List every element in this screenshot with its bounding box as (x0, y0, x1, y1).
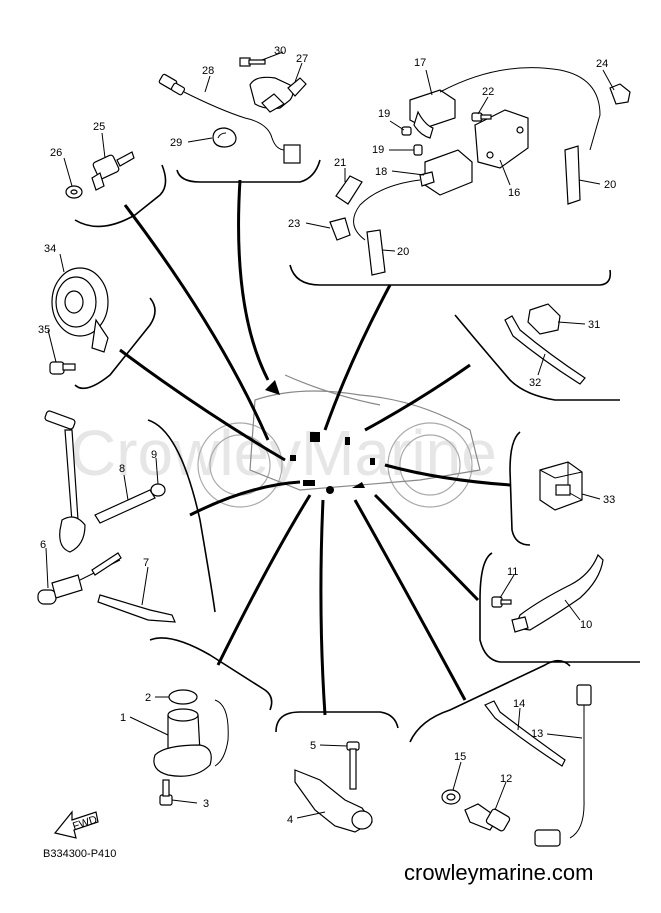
part-21-sleeve (335, 175, 363, 205)
part-34-horn (51, 267, 109, 353)
part-33-relay (539, 461, 583, 511)
callout-14: 14 (513, 698, 525, 710)
callout-34: 34 (44, 243, 56, 255)
part-10-lever (511, 553, 604, 633)
part-16-bracket (474, 109, 529, 169)
part-18-coil (353, 149, 473, 241)
callout-1: 1 (120, 712, 126, 724)
callout-19a: 19 (378, 108, 390, 120)
callout-5: 5 (310, 740, 316, 752)
callout-24: 24 (596, 58, 608, 70)
callout-6: 6 (40, 539, 46, 551)
callout-11: 11 (507, 566, 518, 578)
callout-16: 16 (508, 187, 520, 199)
callout-4: 4 (287, 814, 293, 826)
part-shift-pedal (44, 410, 86, 553)
callout-3: 3 (203, 798, 209, 810)
fwd-label: FWD (71, 814, 99, 833)
part-3-bolt (159, 779, 173, 806)
callout-2: 2 (145, 692, 151, 704)
part-23-clip (329, 217, 351, 241)
callout-27: 27 (296, 53, 308, 65)
part-29-clamp (212, 127, 237, 148)
part-25-sensor (91, 151, 135, 191)
callout-29: 29 (170, 137, 182, 149)
callout-17: 17 (414, 57, 426, 69)
location-marks (265, 380, 375, 494)
diagram-code: B334300-P410 (43, 848, 116, 860)
callout-21: 21 (334, 157, 346, 169)
fwd-arrow-icon: FWD (53, 810, 99, 839)
callout-8: 8 (119, 463, 125, 475)
callout-12: 12 (500, 773, 512, 785)
callout-7: 7 (143, 557, 149, 569)
callout-35: 35 (38, 324, 50, 336)
callout-15: 15 (454, 751, 466, 763)
part-7-band (97, 594, 176, 623)
callout-22: 22 (482, 86, 494, 98)
part-9-washer (150, 483, 166, 497)
footer-url: crowleymarine.com (404, 860, 594, 885)
watermark: CrowleyMarine (70, 417, 497, 489)
callout-20b: 20 (604, 179, 616, 191)
part-32-band (504, 315, 586, 385)
callout-25: 25 (93, 121, 105, 133)
part-17-ignition-coil (409, 67, 601, 151)
callout-10: 10 (580, 619, 592, 631)
group-frames (74, 159, 640, 743)
callout-20a: 20 (397, 246, 409, 258)
part-4-sensor (294, 769, 373, 833)
callout-28: 28 (202, 65, 214, 77)
part-31-holder (527, 303, 561, 335)
part-11-bolt (491, 596, 512, 608)
part-1-switch-unit (153, 699, 229, 777)
part-30-bolt (239, 57, 266, 67)
group-leaders (119, 179, 511, 716)
callout-23: 23 (288, 218, 300, 230)
callout-30: 30 (274, 45, 286, 57)
part-14-band (484, 700, 566, 767)
part-35-bolt (49, 361, 76, 375)
callout-31: 31 (588, 319, 600, 331)
part-13-lead (534, 684, 592, 847)
part-8-shaft (94, 489, 156, 524)
callout-33: 33 (603, 494, 615, 506)
part-2-o-ring (168, 689, 198, 705)
callout-18: 18 (375, 166, 387, 178)
part-28-cable (158, 73, 301, 164)
callout-leaders (45, 51, 615, 819)
part-20-plug-cap (366, 145, 581, 276)
part-24-clip (609, 83, 631, 105)
part-12-sensor (464, 803, 511, 832)
callout-32: 32 (529, 377, 541, 389)
part-22-bolt (471, 112, 492, 122)
part-27-sensor (249, 76, 307, 113)
part-6-switch (37, 552, 122, 605)
callouts: 30 27 28 29 25 26 17 24 22 19 19 18 21 2… (38, 45, 616, 826)
part-5-bolt (346, 741, 360, 790)
callout-9: 9 (151, 449, 157, 461)
callout-19b: 19 (372, 144, 384, 156)
callout-26: 26 (50, 147, 62, 159)
callout-13: 13 (531, 728, 543, 740)
